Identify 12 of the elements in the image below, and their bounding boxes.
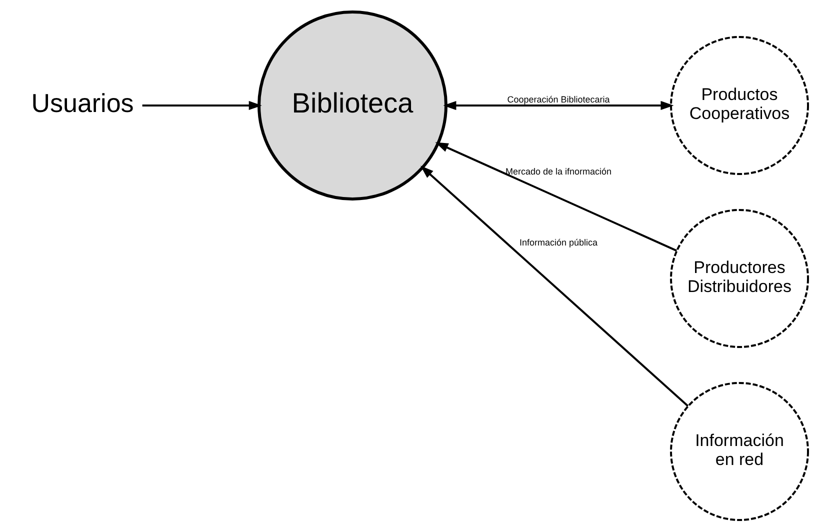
edge-label: Información pública [518,238,598,248]
edge-label: Cooperación Bibliotecaria [506,94,610,105]
arrow [420,166,688,407]
node-text: Usuarios [30,88,134,118]
node-circle: Biblioteca [257,10,447,200]
arrow [434,142,677,252]
node-circle: Productores Distribuidores [670,209,808,348]
node-circle: Información en red [670,382,808,521]
edge-label: Mercado de la ifnormación [504,166,612,177]
arrow [442,100,674,110]
node-circle: Productos Cooperativos [670,36,808,175]
arrow [142,100,262,110]
